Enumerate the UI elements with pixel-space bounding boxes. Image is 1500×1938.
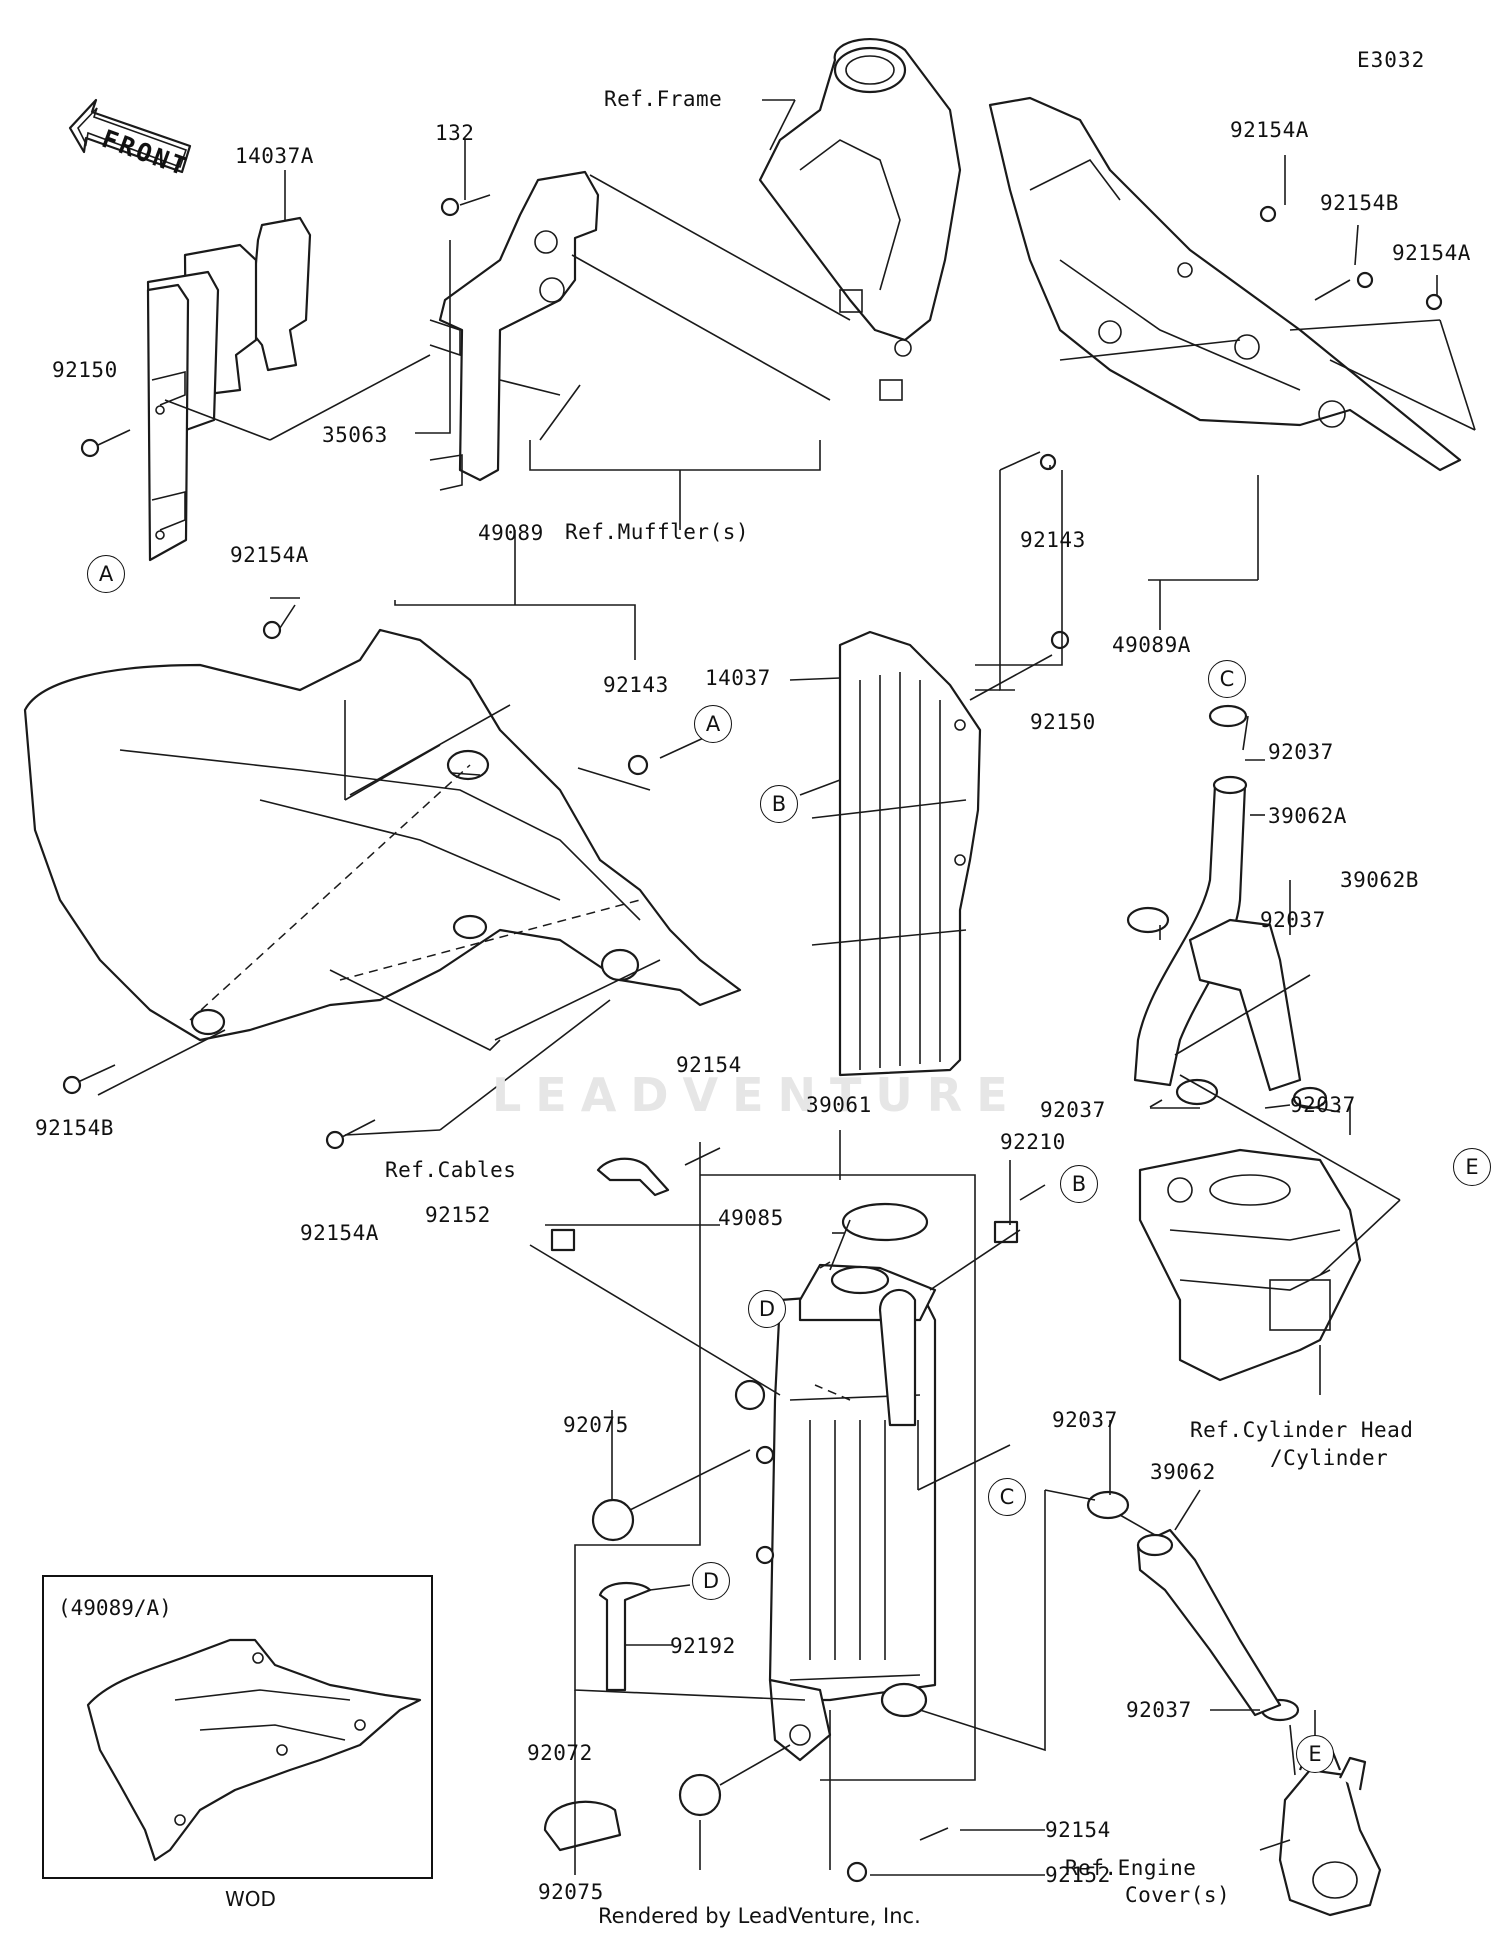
label-92037-lower[interactable]: 92037 <box>1052 1408 1118 1432</box>
shroud-louvers-14037A <box>146 216 312 562</box>
callout-d-bottom[interactable]: D <box>692 1562 730 1600</box>
radiator-bracket-35063 <box>429 170 600 491</box>
label-92154B-left[interactable]: 92154B <box>35 1116 114 1140</box>
label-92154B-right[interactable]: 92154B <box>1320 191 1399 215</box>
radiator-cap-49085 <box>841 1202 929 1242</box>
label-49085[interactable]: 49085 <box>718 1206 784 1230</box>
diagram-code: E3032 <box>1357 48 1426 72</box>
callout-d-top[interactable]: D <box>748 1290 786 1328</box>
label-35063[interactable]: 35063 <box>322 423 388 447</box>
inset-box <box>42 1575 433 1879</box>
right-shroud-49089A <box>988 96 1462 472</box>
callout-e-bottom[interactable]: E <box>1296 1735 1334 1773</box>
label-14037A[interactable]: 14037A <box>235 144 314 168</box>
label-ref-mufflers[interactable]: Ref.Muffler(s) <box>565 520 750 544</box>
callout-b-left[interactable]: B <box>760 785 798 823</box>
label-92154-top[interactable]: 92154 <box>676 1053 742 1077</box>
label-ref-engine-cover-2[interactable]: Cover(s) <box>1125 1883 1231 1907</box>
label-92037-e[interactable]: 92037 <box>1290 1093 1356 1117</box>
front-arrow-icon <box>68 98 192 174</box>
label-92152-bottom[interactable]: 92152 <box>1045 1863 1111 1887</box>
callout-c-bottom[interactable]: C <box>988 1478 1026 1516</box>
hose-39062B <box>1188 918 1302 1092</box>
callout-a-left[interactable]: A <box>87 555 125 593</box>
label-92154-bottom[interactable]: 92154 <box>1045 1818 1111 1842</box>
label-39061[interactable]: 39061 <box>806 1093 872 1117</box>
label-49089[interactable]: 49089 <box>478 521 544 545</box>
label-ref-frame[interactable]: Ref.Frame <box>604 87 723 111</box>
label-92152-top[interactable]: 92152 <box>425 1203 491 1227</box>
radiator-39061 <box>734 1263 937 1762</box>
label-92143-left[interactable]: 92143 <box>603 673 669 697</box>
footer-credit: Rendered by LeadVenture, Inc. <box>598 1904 921 1928</box>
radiator-guard-14037 <box>811 630 982 1077</box>
label-39062B[interactable]: 39062B <box>1340 868 1419 892</box>
label-ref-engine-cover-1[interactable]: Ref.Engine <box>1065 1856 1197 1880</box>
label-49089A[interactable]: 49089A <box>1112 633 1191 657</box>
label-92037-mid[interactable]: 92037 <box>1260 908 1326 932</box>
label-92075-bottom[interactable]: 92075 <box>538 1880 604 1904</box>
label-14037[interactable]: 14037 <box>705 666 771 690</box>
label-92210[interactable]: 92210 <box>1000 1130 1066 1154</box>
label-92192[interactable]: 92192 <box>670 1634 736 1658</box>
watermark-text: LEADVENTURE <box>492 1068 1022 1122</box>
label-92037-head[interactable]: 92037 <box>1040 1098 1106 1122</box>
label-92154A-right-2[interactable]: 92154A <box>1392 241 1471 265</box>
label-92154A-right-1[interactable]: 92154A <box>1230 118 1309 142</box>
label-92075-top[interactable]: 92075 <box>563 1413 629 1437</box>
callout-e-top[interactable]: E <box>1453 1148 1491 1186</box>
label-92154A-left[interactable]: 92154A <box>230 543 309 567</box>
label-ref-cylinder-head-1[interactable]: Ref.Cylinder Head <box>1190 1418 1414 1442</box>
fasteners <box>62 194 1443 1883</box>
leader-lines <box>97 99 1476 1876</box>
label-39062A[interactable]: 39062A <box>1268 804 1347 828</box>
label-92150-left[interactable]: 92150 <box>52 358 118 382</box>
label-92037-c[interactable]: 92037 <box>1268 740 1334 764</box>
callout-c-top[interactable]: C <box>1208 660 1246 698</box>
callout-b-right[interactable]: B <box>1060 1165 1098 1203</box>
inset-shroud <box>86 1638 422 1862</box>
hose-39062 <box>1136 1528 1282 1717</box>
label-132[interactable]: 132 <box>435 121 475 145</box>
label-92037-lower-b[interactable]: 92037 <box>1126 1698 1192 1722</box>
label-39062[interactable]: 39062 <box>1150 1460 1216 1484</box>
label-92150-right[interactable]: 92150 <box>1030 710 1096 734</box>
label-92154A-bottom[interactable]: 92154A <box>300 1221 379 1245</box>
inset-title: (49089/A) <box>58 1596 172 1620</box>
left-shroud-49089 <box>23 628 742 1042</box>
label-92072[interactable]: 92072 <box>527 1741 593 1765</box>
label-ref-cables[interactable]: Ref.Cables <box>385 1158 517 1182</box>
cylinder-head <box>1138 1148 1362 1382</box>
label-ref-cylinder-head-2[interactable]: /Cylinder <box>1270 1446 1389 1470</box>
frame-section <box>758 38 962 401</box>
callout-a-right[interactable]: A <box>694 705 732 743</box>
label-92143-right[interactable]: 92143 <box>1020 528 1086 552</box>
inset-caption: WOD <box>225 1887 276 1911</box>
